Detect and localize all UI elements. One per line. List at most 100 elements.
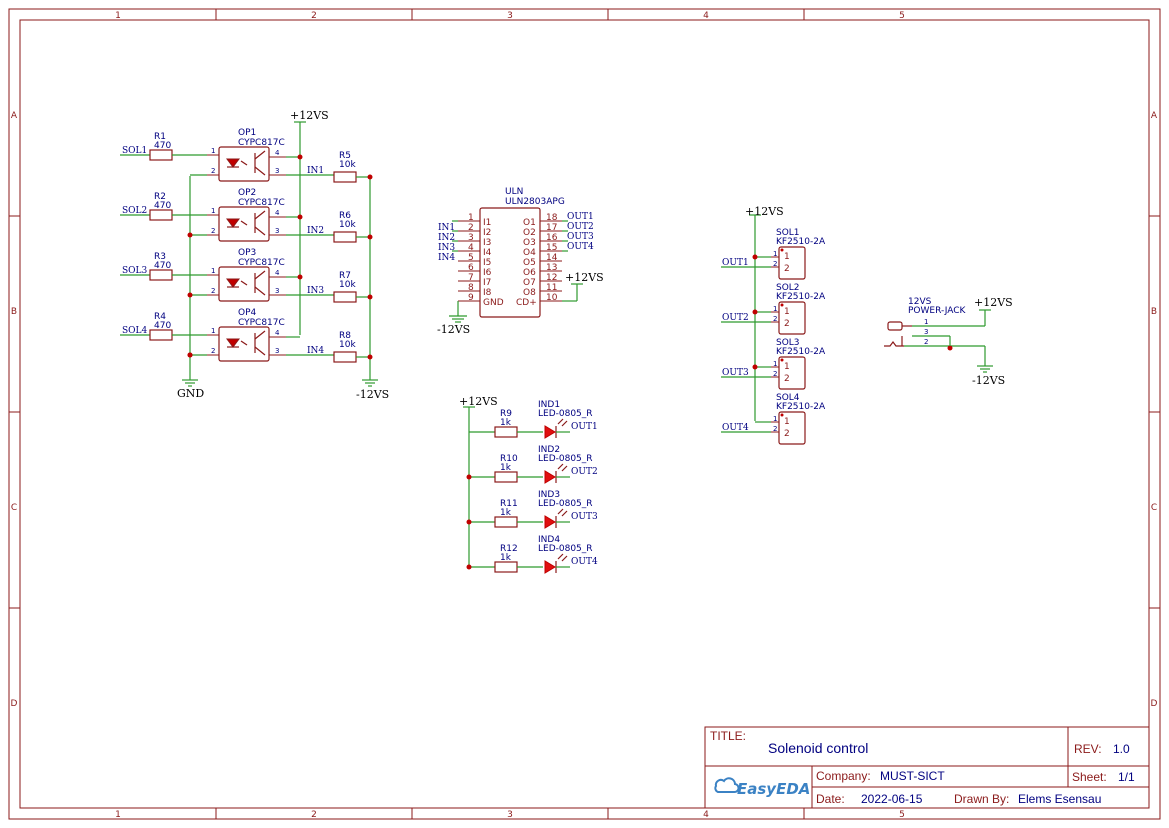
led-icon [544, 515, 556, 529]
opto-led-icon [226, 338, 240, 348]
led-icon [544, 560, 556, 574]
opto-body [218, 266, 270, 302]
row-label-left: A [11, 111, 18, 121]
opto-pin-1: 1 [211, 147, 215, 155]
jack-vneg-label: -12VS [972, 374, 1005, 387]
opto-body [218, 146, 270, 182]
pin-number: 2 [773, 315, 777, 323]
resistor-value: 1k [500, 463, 512, 473]
opto-pin-2: 2 [211, 167, 215, 175]
pin-name: I4 [483, 248, 492, 258]
connector-part: KF2510-2A [776, 237, 826, 247]
junction-dot [466, 474, 472, 480]
drawn-by-label: Drawn By: [954, 792, 1009, 806]
led-part: LED-0805_R [538, 409, 593, 419]
pin-name: GND [483, 298, 504, 308]
resistor-body [494, 426, 518, 438]
pullup-value: 10k [339, 160, 356, 170]
pin-name: 2 [784, 429, 790, 439]
pin-name: 1 [784, 252, 790, 262]
resistor-ref: R11 [500, 499, 518, 509]
opto-arrow [240, 340, 248, 346]
connector-body [778, 411, 806, 445]
pin-name: I3 [483, 238, 491, 248]
net-label: IN1 [307, 166, 324, 176]
row-label-right: A [1151, 111, 1158, 121]
resistor-body [494, 471, 518, 483]
sol-12vs-label: +12VS [745, 205, 784, 218]
junction-dot [187, 292, 193, 298]
resistor-value: 470 [154, 141, 171, 151]
net-label: OUT4 [722, 423, 749, 433]
opto-part: CYPC817C [238, 258, 285, 268]
opto-pin-1: 1 [211, 267, 215, 275]
junction-dot [466, 564, 472, 570]
net-label: OUT2 [571, 467, 598, 477]
jack-pin-1: 1 [924, 318, 928, 326]
resistor-value: 470 [154, 321, 171, 331]
pin1-marker [780, 358, 784, 362]
solenoid-connector-section: +12VS 1212SOL1KF2510-2AOUT11212SOL2KF251… [721, 205, 826, 445]
opto-pin-1: 1 [211, 327, 215, 335]
pullup-value: 10k [339, 340, 356, 350]
connector-ref: SOL1 [776, 228, 800, 238]
connector-ref: SOL4 [776, 393, 800, 403]
junction-dot [297, 274, 303, 280]
pin-name: O3 [523, 238, 536, 248]
opto-ref: OP2 [238, 188, 256, 198]
net-label: SOL1 [122, 146, 147, 156]
pin-number: 2 [773, 425, 777, 433]
net-label: OUT4 [571, 557, 598, 567]
net-label: IN4 [307, 346, 324, 356]
vneg-symbol-opto: -12VS [356, 178, 389, 401]
pin-number: 9 [468, 293, 474, 303]
opto-arrow [240, 160, 248, 166]
opto-led-icon [226, 218, 240, 228]
opto-part: CYPC817C [238, 198, 285, 208]
opto-transistor [254, 286, 266, 296]
junction-dot [187, 232, 193, 238]
pin-number: 4 [468, 243, 474, 253]
net-label: OUT2 [567, 222, 594, 232]
junction-dot [367, 294, 373, 300]
opto-pin-3: 3 [275, 167, 279, 175]
row-label-right: D [1151, 699, 1158, 709]
pin-number: 2 [468, 223, 474, 233]
column-label-bottom: 2 [311, 810, 317, 820]
resistor-value: 1k [500, 553, 512, 563]
column-label-top: 3 [507, 11, 513, 21]
led-icon [544, 470, 556, 484]
led-icon [544, 425, 556, 439]
pullup-ref: R8 [339, 331, 351, 341]
resistor-value: 1k [500, 508, 512, 518]
junction-dot [367, 354, 373, 360]
resistor-body [333, 231, 357, 243]
pin-name: I1 [483, 218, 491, 228]
opto-ref: OP4 [238, 308, 257, 318]
gnd-label: GND [177, 387, 204, 400]
uln-part: ULN2803APG [505, 197, 565, 207]
column-label-top: 2 [311, 11, 317, 21]
led-part: LED-0805_R [538, 454, 593, 464]
resistor-value: 1k [500, 418, 512, 428]
led-part: LED-0805_R [538, 544, 593, 554]
pullup-value: 10k [339, 220, 356, 230]
resistor-ref: R9 [500, 409, 512, 419]
pullup-ref: R5 [339, 151, 351, 161]
connector-body [778, 246, 806, 280]
